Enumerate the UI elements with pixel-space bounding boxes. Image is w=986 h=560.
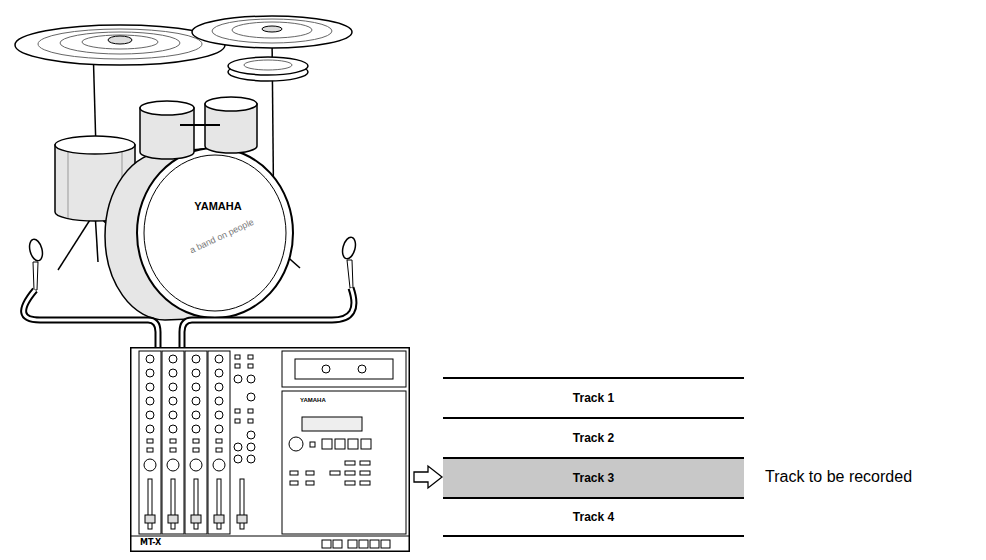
multitrack-recorder [130, 348, 410, 552]
track-name: Track 4 [573, 510, 614, 524]
brand-name: YAMAHA [194, 200, 241, 213]
track-name: Track 3 [573, 471, 614, 485]
callout-label: Track to be recorded [765, 468, 912, 486]
track-band: Track 4 [443, 497, 744, 537]
track-band: Track 3 [443, 457, 744, 497]
panel-lettering: YAMAHA [300, 397, 326, 403]
microphone [27, 238, 44, 290]
mic-cable [24, 288, 354, 347]
track-name: Track 1 [573, 391, 614, 405]
block-arrow [414, 466, 442, 488]
bass-drum [105, 148, 293, 320]
hi-hat [228, 57, 308, 81]
track-name: Track 2 [573, 431, 614, 445]
cymbal [192, 16, 352, 48]
microphone [340, 236, 357, 288]
rack-tom [140, 97, 257, 159]
panel-lettering: MT-X [140, 539, 161, 547]
track-band: Track 2 [443, 417, 744, 457]
track-band: Track 1 [443, 377, 744, 417]
multitrack-recorder: YAMAHA MT-X [130, 347, 410, 552]
drum-head-text: a band on people [188, 217, 255, 256]
